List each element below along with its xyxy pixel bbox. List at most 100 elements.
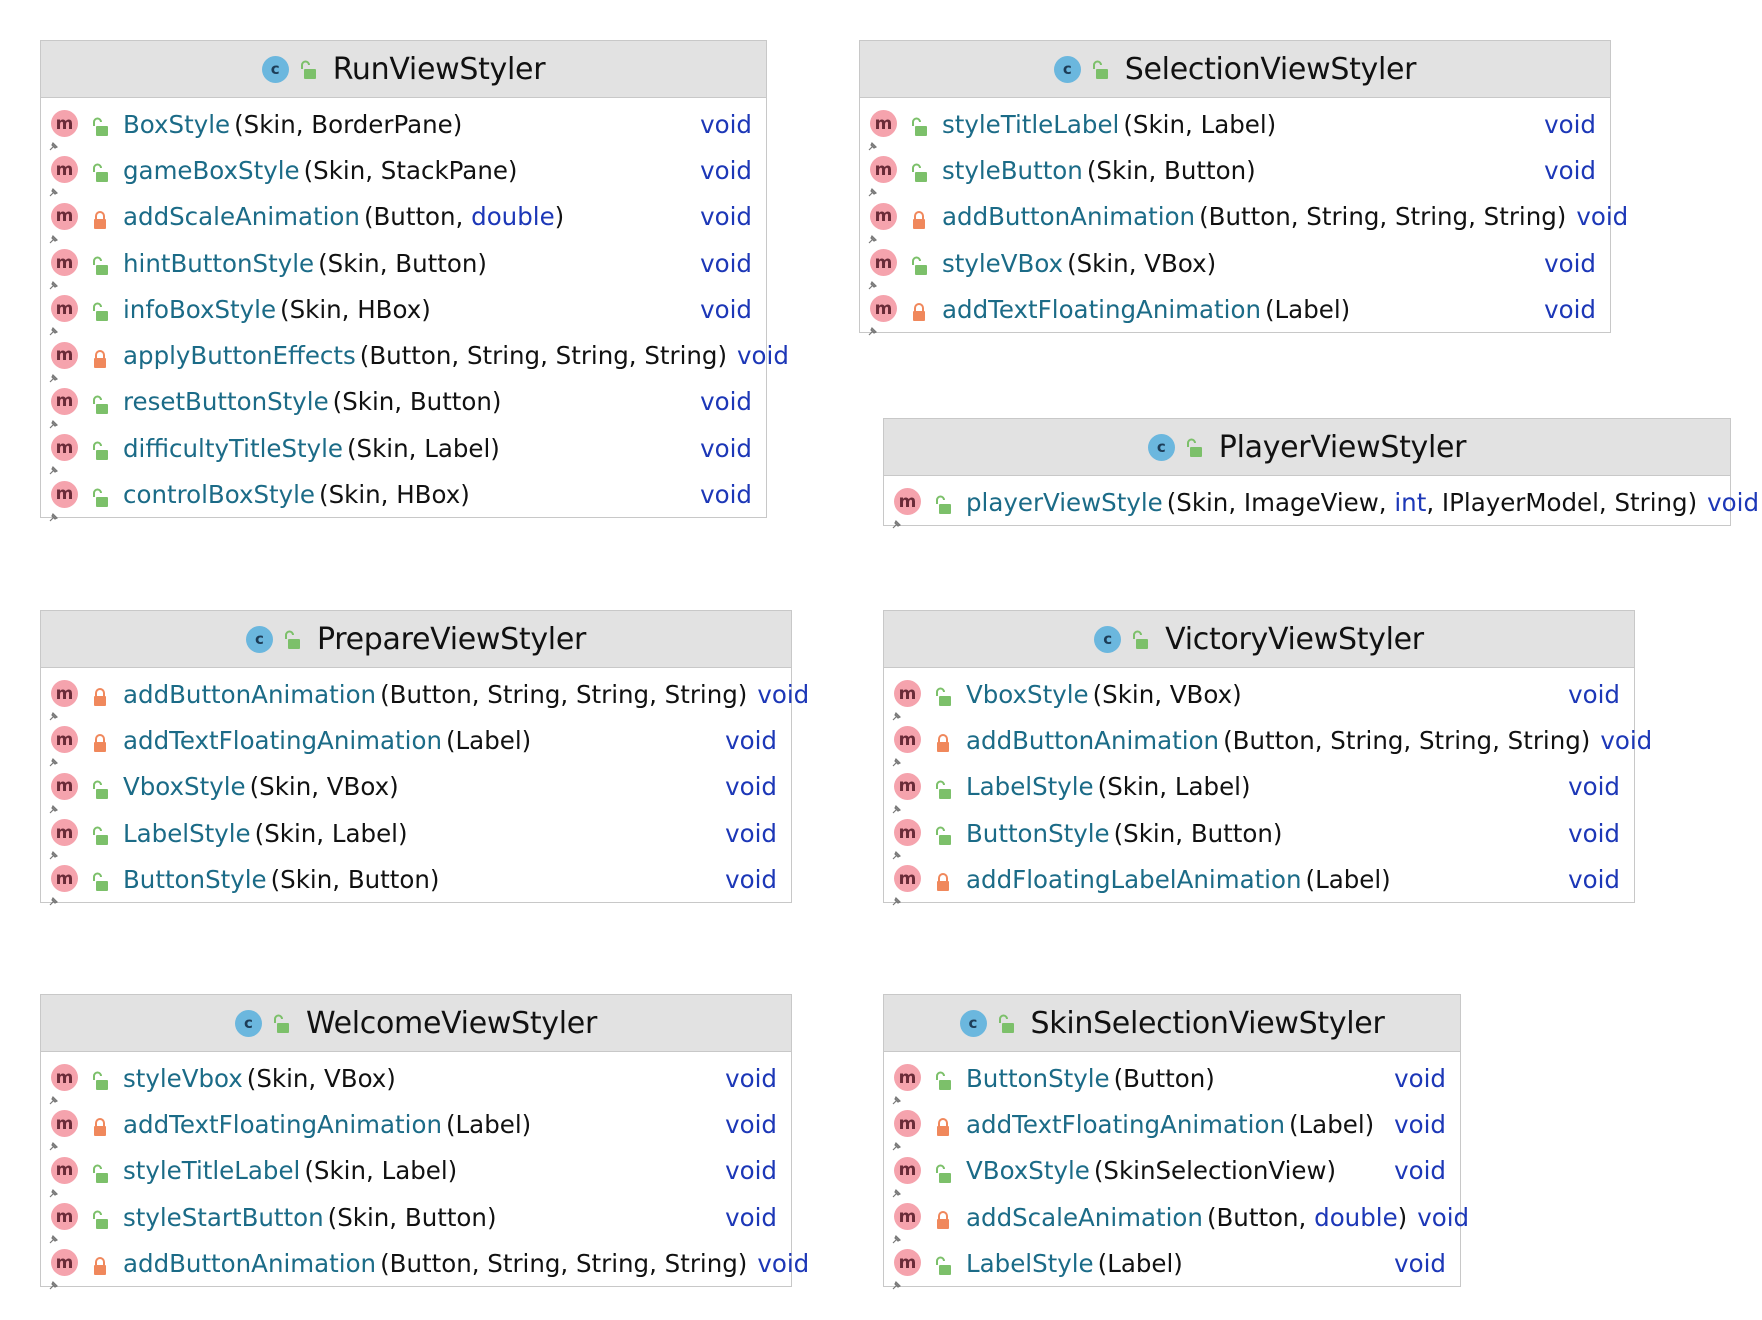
pin-icon [891,1268,903,1290]
return-type: void [1394,1109,1446,1139]
method-params: (Skin, HBox) [319,480,470,510]
return-type: void [1568,772,1620,802]
pin-icon [867,222,879,244]
method-name: styleVbox [123,1063,243,1093]
method-params: (Label) [445,1109,532,1139]
method-params: (Skin, Label) [304,1156,458,1186]
method-icon: m [892,726,922,767]
method-name: addScaleAnimation [123,202,360,232]
return-type: void [700,387,752,417]
return-type: void [1707,487,1760,517]
method-icon-letter: m [870,110,897,138]
pin-icon [891,699,903,721]
pin-icon [48,453,60,475]
private-lock-icon [91,346,109,368]
method-icon-letter: m [51,387,78,415]
method-params: (Label) [1305,864,1391,894]
method-icon-letter: m [894,1064,921,1092]
method-name: controlBoxStyle [123,480,316,510]
pin-icon [48,792,60,814]
method-name: addButtonAnimation [123,1248,377,1278]
method-icon-letter: m [894,488,921,516]
return-type: void [725,1109,777,1139]
private-lock-icon [934,1207,952,1230]
method-icon-letter: m [51,1249,78,1277]
method-name: VboxStyle [966,679,1089,709]
pin-icon [891,838,903,860]
method-icon: m [49,202,79,244]
return-type: void [1544,155,1596,185]
public-lock-icon [91,160,109,183]
method-icon-letter: m [870,295,897,323]
public-lock-icon [91,823,109,846]
return-type: void [700,480,752,510]
class-icon: c [959,1009,987,1037]
pin-icon [891,1176,903,1198]
return-type: void [737,341,789,371]
pin-icon [48,268,60,290]
pin-icon [891,884,903,906]
private-lock-icon [91,1114,109,1137]
method-icon-letter: m [51,202,78,230]
method-icon-letter: m [894,819,921,847]
method-icon-letter: m [51,295,78,323]
method-icon-letter: m [51,156,78,184]
method-icon: m [892,772,922,814]
method-icon: m [868,249,898,290]
method-name: addButtonAnimation [966,725,1220,755]
method-icon-letter: m [870,156,897,184]
class-icon: c [1147,433,1175,461]
method-icon: m [891,1156,922,1198]
